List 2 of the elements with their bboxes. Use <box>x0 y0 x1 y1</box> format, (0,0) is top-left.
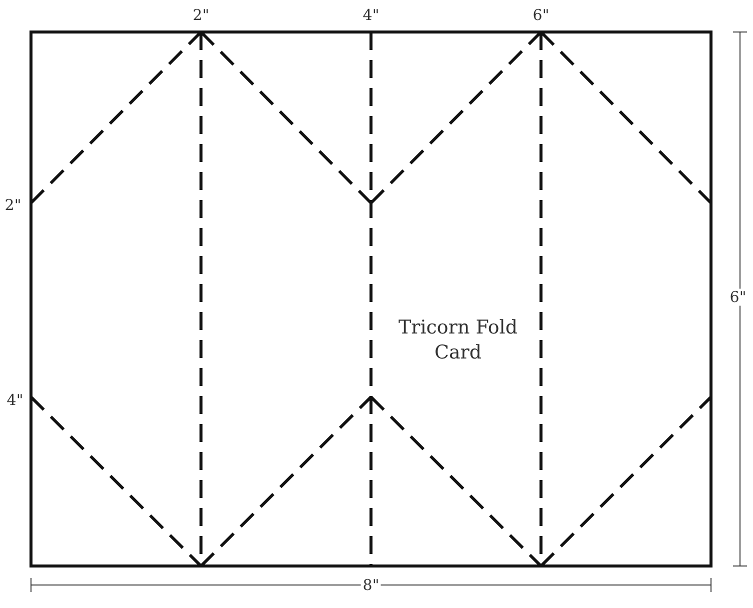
dimension-label: 8" <box>360 576 382 594</box>
card-title: Tricorn Fold Card <box>397 315 519 365</box>
